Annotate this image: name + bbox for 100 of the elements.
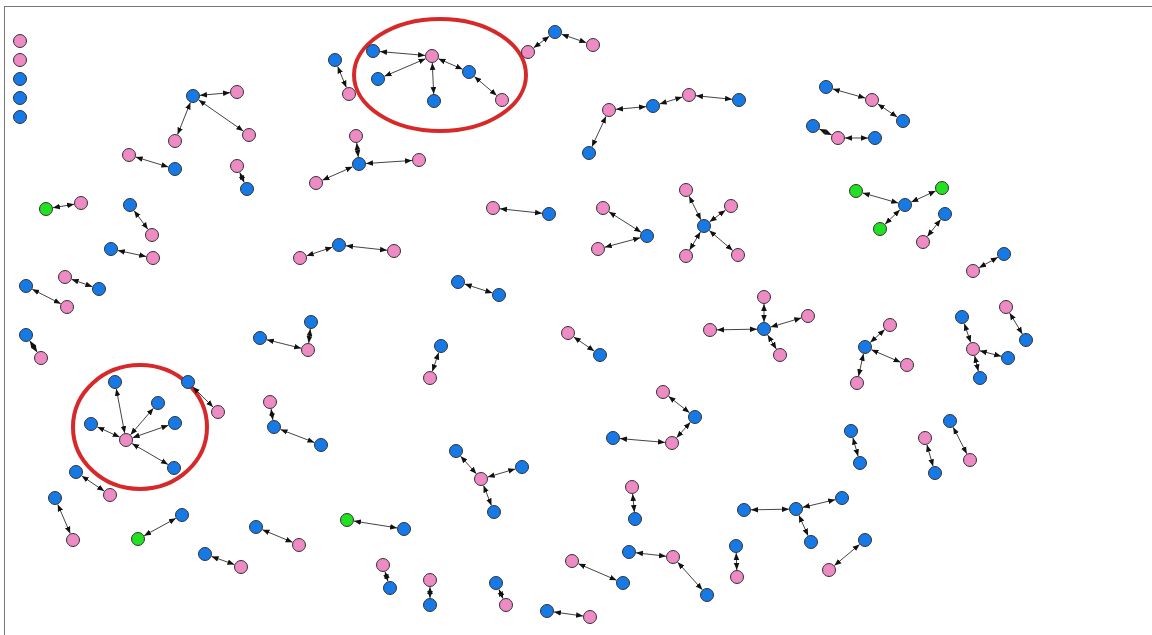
arrow bbox=[708, 230, 734, 251]
graph-node bbox=[1001, 351, 1015, 365]
graph-node bbox=[13, 110, 27, 124]
arrow bbox=[553, 610, 584, 618]
graph-node bbox=[593, 348, 607, 362]
arrow bbox=[135, 156, 169, 168]
graph-node bbox=[973, 371, 987, 385]
arrow bbox=[321, 166, 354, 181]
graph-node bbox=[387, 244, 401, 258]
graph-node bbox=[168, 134, 182, 148]
graph-node bbox=[487, 505, 501, 519]
graph-node bbox=[119, 433, 133, 447]
arrow bbox=[979, 349, 1002, 358]
graph-node bbox=[198, 547, 212, 561]
arrow bbox=[354, 142, 361, 158]
arrow bbox=[862, 192, 899, 204]
arrow bbox=[802, 498, 836, 509]
graph-node bbox=[314, 438, 328, 452]
arrow bbox=[345, 243, 388, 253]
graph-node bbox=[700, 588, 714, 602]
graph-node bbox=[688, 410, 702, 424]
arrow bbox=[770, 317, 802, 328]
graph-node bbox=[304, 315, 318, 329]
graph-node bbox=[293, 251, 307, 265]
arrow bbox=[573, 336, 595, 352]
arrow bbox=[695, 93, 733, 102]
graph-node bbox=[489, 576, 503, 590]
graph-node bbox=[730, 570, 744, 584]
graph-node bbox=[900, 358, 914, 372]
graph-node bbox=[822, 563, 836, 577]
arrow bbox=[192, 386, 214, 408]
graph-node bbox=[844, 424, 858, 438]
graph-node bbox=[804, 535, 818, 549]
graph-node bbox=[309, 176, 323, 190]
graph-node bbox=[332, 238, 346, 252]
arrow bbox=[57, 503, 71, 535]
graph-node bbox=[835, 491, 849, 505]
graph-node bbox=[412, 153, 426, 167]
graph-node bbox=[168, 416, 182, 430]
arrow bbox=[379, 49, 426, 58]
graph-node bbox=[606, 431, 620, 445]
graph-node bbox=[84, 417, 98, 431]
graph-node bbox=[582, 146, 596, 160]
arrow bbox=[733, 552, 740, 571]
graph-node bbox=[48, 491, 62, 505]
arrow bbox=[877, 103, 898, 118]
graph-node bbox=[168, 162, 182, 176]
arrow bbox=[261, 529, 294, 543]
graph-node bbox=[449, 444, 463, 458]
arrow bbox=[177, 102, 191, 135]
arrow bbox=[306, 246, 333, 257]
arrow bbox=[978, 256, 999, 269]
graph-node bbox=[565, 554, 579, 568]
graph-node bbox=[263, 395, 277, 409]
graph-node bbox=[371, 72, 385, 86]
graph-node bbox=[583, 610, 597, 624]
graph-node bbox=[858, 340, 872, 354]
graph-node bbox=[801, 309, 815, 323]
arrow bbox=[676, 421, 691, 439]
arrow bbox=[81, 475, 105, 492]
arrow bbox=[798, 514, 809, 537]
graph-node bbox=[966, 342, 980, 356]
graph-node bbox=[542, 207, 556, 221]
graph-node bbox=[966, 264, 980, 278]
graph-node bbox=[849, 184, 863, 198]
graph-node bbox=[69, 465, 83, 479]
graph-node bbox=[622, 545, 636, 559]
arrow bbox=[306, 328, 313, 344]
graph-node bbox=[376, 558, 390, 572]
arrow bbox=[483, 485, 492, 506]
graph-node bbox=[591, 242, 605, 256]
arrow bbox=[689, 231, 701, 251]
arrow bbox=[844, 135, 869, 141]
graph-node bbox=[521, 45, 535, 59]
arrow bbox=[499, 206, 543, 216]
arrow bbox=[615, 104, 647, 112]
arrow bbox=[857, 353, 865, 377]
graph-node bbox=[731, 248, 745, 262]
graph-node bbox=[39, 202, 53, 216]
graph-node bbox=[495, 93, 509, 107]
graph-node bbox=[211, 405, 225, 419]
graph-node bbox=[234, 560, 248, 574]
graph-node bbox=[242, 128, 256, 142]
arrow bbox=[668, 395, 690, 414]
graph-node bbox=[561, 326, 575, 340]
arrow bbox=[29, 340, 38, 353]
graph-node bbox=[151, 396, 165, 410]
graph-node bbox=[850, 376, 864, 390]
arrow bbox=[52, 202, 75, 210]
graph-node bbox=[773, 348, 787, 362]
graph-node bbox=[548, 25, 562, 39]
arrow bbox=[870, 349, 902, 363]
arrow bbox=[604, 236, 641, 249]
arrow bbox=[591, 115, 607, 148]
graph-node bbox=[999, 300, 1013, 314]
arrow bbox=[852, 437, 859, 457]
graph-node bbox=[60, 300, 74, 314]
graph-node bbox=[515, 460, 529, 474]
graph-node bbox=[865, 93, 879, 107]
graph-node bbox=[679, 183, 693, 197]
